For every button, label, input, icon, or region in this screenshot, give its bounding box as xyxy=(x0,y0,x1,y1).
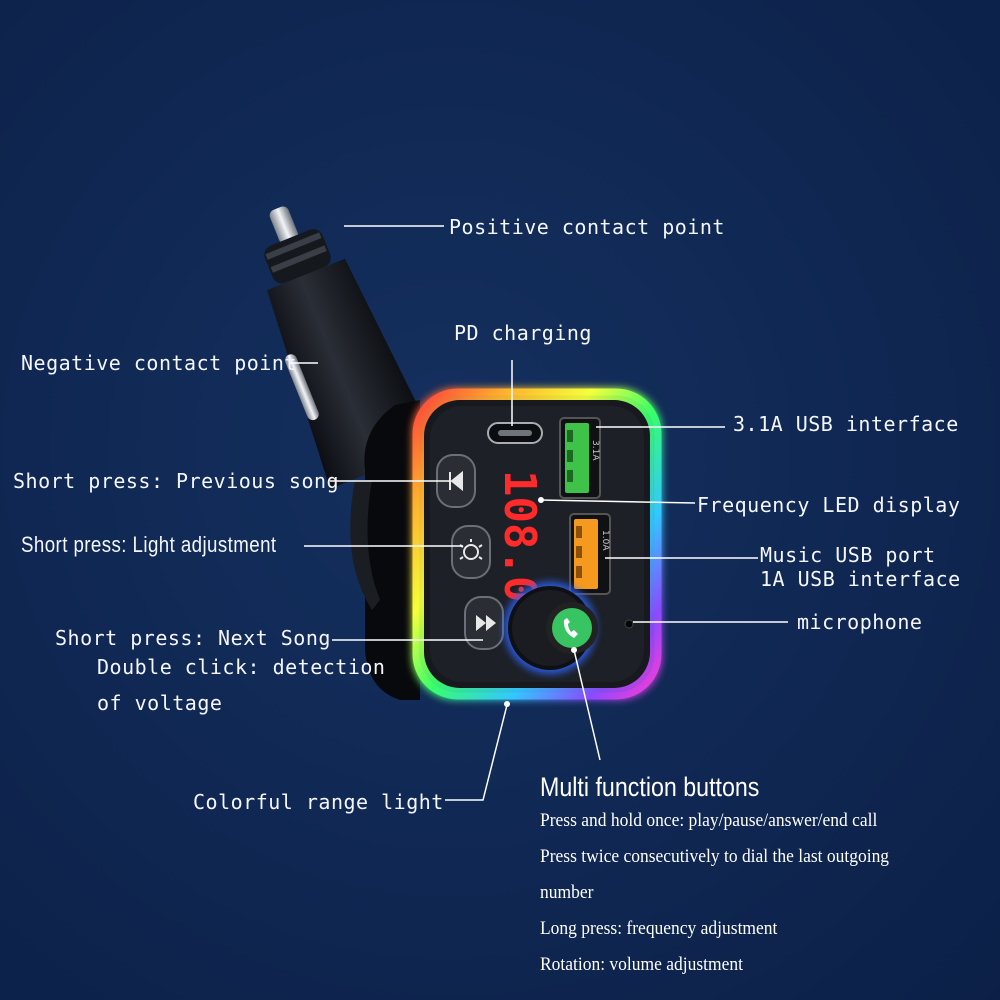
microphone-hole xyxy=(624,619,634,629)
previous-song-label: Short press: Previous song xyxy=(13,469,340,493)
usb-1a-label: 1A USB interface xyxy=(760,567,961,591)
positive-contact-label: Positive contact point xyxy=(449,215,725,239)
multi-function-line-3: number xyxy=(540,882,594,903)
frequency-display-label: Frequency LED display xyxy=(697,493,961,517)
colorful-light-label: Colorful range light xyxy=(193,790,444,814)
microphone-label: microphone xyxy=(797,610,923,634)
next-song-button[interactable] xyxy=(464,596,504,650)
previous-song-button[interactable] xyxy=(436,454,476,508)
multi-function-line-2: Press twice consecutively to dial the la… xyxy=(540,846,890,867)
multi-function-line-1: Press and hold once: play/pause/answer/e… xyxy=(540,810,878,831)
leader-lines xyxy=(290,225,788,801)
usb-1a-rating: 1.0A xyxy=(600,530,610,551)
multi-function-line-5: Rotation: volume adjustment xyxy=(540,954,743,975)
next-song-label: Short press: Next Song xyxy=(55,626,331,650)
call-icon xyxy=(552,608,592,648)
positive-contact-tip xyxy=(269,206,299,244)
voltage-label: of voltage xyxy=(97,691,223,715)
music-usb-label: Music USB port xyxy=(760,543,936,567)
usb-31a-label: 3.1A USB interface xyxy=(733,412,959,436)
multi-function-title: Multi function buttons xyxy=(540,772,760,802)
usb-31a-rating: 3.1A xyxy=(590,440,600,461)
multi-function-line-4: Long press: frequency adjustment xyxy=(540,918,778,939)
light-adjustment-label: Short press: Light adjustment xyxy=(21,532,277,557)
frequency-led-display: 108.0 xyxy=(494,470,545,602)
negative-contact-label: Negative contact point xyxy=(21,351,297,375)
negative-contact-spring xyxy=(285,354,319,421)
double-click-label: Double click: detection xyxy=(97,655,386,679)
light-adjustment-button[interactable] xyxy=(451,525,491,579)
pd-charging-label: PD charging xyxy=(454,321,592,345)
